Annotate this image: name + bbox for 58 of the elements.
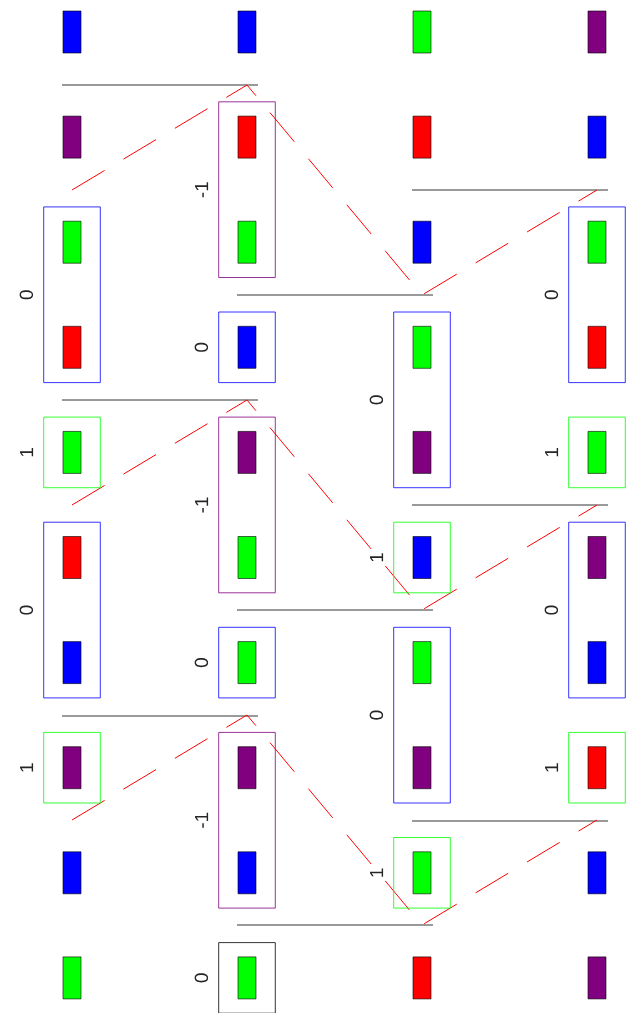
color-swatch	[237, 746, 257, 789]
color-swatch	[62, 746, 82, 789]
number-label: 0	[19, 290, 34, 300]
number-label: 1	[545, 448, 559, 457]
color-swatch	[587, 641, 607, 684]
color-swatch	[412, 326, 432, 369]
color-swatch	[62, 641, 82, 684]
number-label: -1	[195, 497, 209, 513]
color-swatch	[237, 326, 257, 369]
number-label: 1	[20, 448, 34, 457]
color-swatch	[237, 956, 257, 1000]
color-swatch	[412, 641, 432, 684]
number-label: 0	[544, 605, 559, 615]
color-swatch	[237, 115, 257, 159]
color-swatch	[62, 851, 82, 895]
color-swatch	[412, 956, 432, 1000]
color-swatch	[587, 536, 607, 579]
number-label: -1	[195, 182, 209, 198]
color-swatch	[587, 10, 607, 54]
color-swatch	[412, 115, 432, 159]
number-label: 0	[194, 658, 209, 668]
number-label: 0	[369, 710, 384, 720]
color-swatch	[587, 431, 607, 474]
color-swatch	[62, 115, 82, 159]
number-label: 1	[20, 763, 34, 772]
color-swatch	[412, 536, 432, 579]
color-swatch	[62, 536, 82, 579]
number-label: 0	[194, 342, 209, 352]
color-swatch	[62, 956, 82, 1000]
color-swatch	[237, 851, 257, 895]
color-swatch	[237, 220, 257, 264]
color-swatch	[587, 851, 607, 895]
color-swatch	[412, 851, 432, 895]
number-label: 1	[545, 763, 559, 772]
color-swatch	[62, 10, 82, 54]
color-swatch	[587, 746, 607, 789]
color-swatch	[587, 326, 607, 369]
number-label: 1	[370, 553, 384, 562]
number-label: -1	[195, 812, 209, 828]
color-swatch	[412, 10, 432, 54]
number-label: 0	[544, 290, 559, 300]
color-swatch	[412, 431, 432, 474]
color-swatch	[62, 220, 82, 264]
color-swatch	[237, 10, 257, 54]
color-swatch	[237, 431, 257, 474]
color-swatch	[62, 326, 82, 369]
color-swatch	[237, 641, 257, 684]
number-label: 0	[369, 395, 384, 405]
color-swatch	[587, 115, 607, 159]
color-swatch	[237, 536, 257, 579]
number-label: 1	[370, 868, 384, 877]
color-swatch	[412, 220, 432, 264]
color-swatch	[412, 746, 432, 789]
color-swatch	[587, 220, 607, 264]
number-label: 0	[19, 605, 34, 615]
color-swatch	[62, 431, 82, 474]
number-label: 0	[194, 973, 209, 983]
color-swatch	[587, 956, 607, 1000]
